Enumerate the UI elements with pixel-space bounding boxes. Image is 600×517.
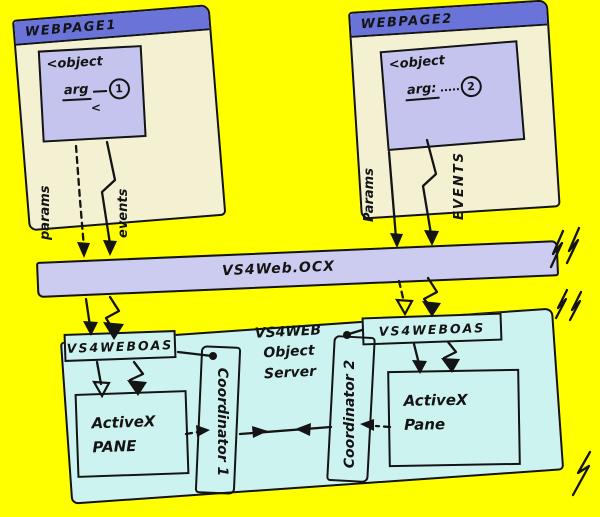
left-pane-line1: ActiveX: [91, 412, 156, 433]
webpage1-arg-number-badge: 1: [107, 77, 131, 100]
right-vs4weboas-box: VS4WEBOAS: [361, 312, 503, 346]
left-vs4weboas-box: VS4WEBOAS: [63, 330, 177, 362]
ocx-bus-bar: VS4Web.OCX: [36, 240, 560, 298]
webpage2-title: WEBPAGE2: [360, 10, 454, 32]
webpage2-arg-label: arg:: [404, 80, 440, 101]
right-activex-pane-box: ActiveX Pane: [387, 368, 521, 468]
webpage2-arg-connector: [440, 85, 459, 92]
webpage2-object-tag: <object: [388, 53, 446, 73]
server-top-break-lightning: [554, 288, 583, 322]
webpage1-arg-connector: [92, 87, 107, 93]
coordinator2-label: Coordinator 2: [342, 359, 358, 469]
bar-to-right-oas-params-arrow: [395, 279, 414, 317]
webpage2-events-label: EVENTS: [452, 151, 467, 220]
webpage1-titlebar: WEBPAGE1: [14, 6, 210, 46]
coordinator1-label: Coordinator 1: [214, 367, 230, 477]
webpage2-params-label: Params: [362, 168, 377, 222]
bar-to-left-oas-params-arrow: [83, 297, 98, 336]
right-pane-line2: Pane: [403, 415, 446, 434]
webpage1-params-label: params: [38, 185, 53, 240]
left-pane-line2: PANE: [92, 436, 137, 457]
webpage1-title: WEBPAGE1: [24, 17, 118, 40]
ocx-bar-label: VS4Web.OCX: [221, 258, 336, 280]
right-oas-label: VS4WEBOAS: [378, 319, 486, 339]
webpage2-arg-number-badge: 2: [459, 75, 483, 98]
webpage2-object-box: <object arg: 2: [379, 40, 526, 151]
webpage1-extra-mark: <: [90, 100, 102, 115]
webpage2-arg-line: arg: 2: [404, 73, 513, 103]
webpage1-events-label: events: [116, 188, 131, 238]
webpage1-arg-label: arg: [61, 81, 91, 101]
bar-to-right-oas-events-lightning: [422, 276, 441, 317]
left-activex-pane-box: ActiveX PANE: [74, 390, 190, 478]
left-oas-label: VS4WEBOAS: [66, 336, 174, 356]
object-server-title: VS4WEB Object Server: [244, 320, 333, 385]
right-pane-line1: ActiveX: [403, 390, 468, 410]
server-bottom-break-lightning: [571, 450, 592, 497]
webpage2-titlebar: WEBPAGE2: [350, 1, 548, 38]
webpage1-object-tag: <object: [46, 54, 104, 73]
webpage1-object-box: <object arg 1 <: [37, 45, 147, 143]
